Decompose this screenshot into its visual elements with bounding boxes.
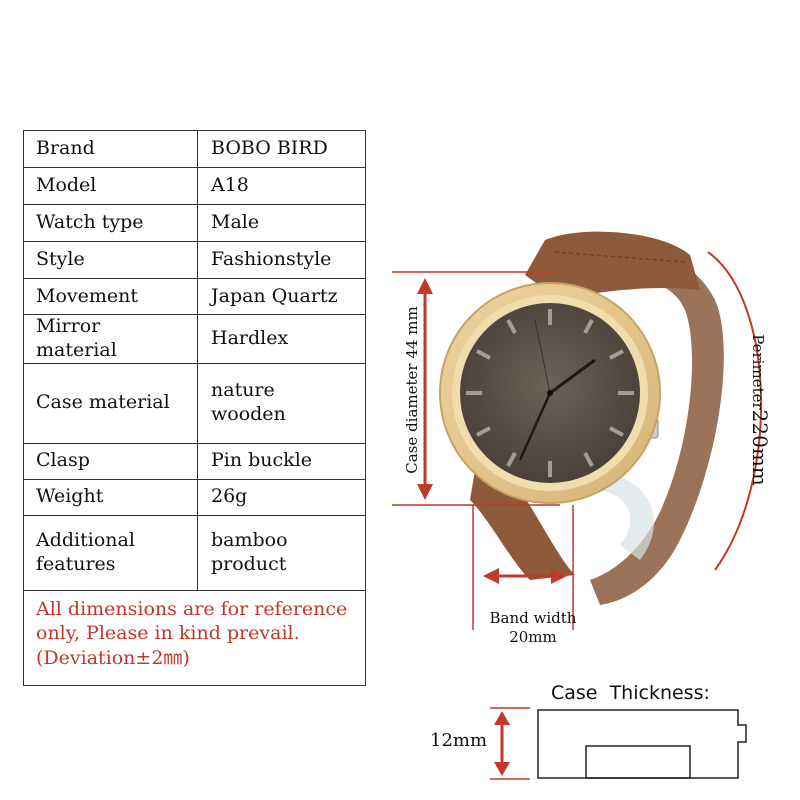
- table-row: Clasp Pin buckle: [23, 442, 366, 480]
- minute-hand: [518, 392, 552, 461]
- case-diameter-label: Case diameter 44 mm: [403, 306, 421, 474]
- spec-value: 26g: [197, 478, 366, 516]
- table-row: All dimensions are for reference only, P…: [23, 589, 366, 686]
- spec-value: Male: [197, 204, 366, 242]
- thickness-diagram: [537, 709, 747, 779]
- spec-label: Style: [23, 241, 198, 279]
- spec-label: Weight: [23, 478, 198, 516]
- spec-value: BOBO BIRD: [197, 130, 366, 168]
- table-row: Brand BOBO BIRD: [23, 130, 366, 168]
- dimension-lines: [392, 251, 762, 780]
- band-width-value: 20mm: [509, 628, 557, 646]
- bottom-strap: [470, 470, 575, 580]
- table-row: Style Fashionstyle: [23, 241, 366, 279]
- top-strap: [525, 231, 700, 300]
- spec-value: nature wooden: [197, 362, 366, 444]
- spec-value: Fashionstyle: [197, 241, 366, 279]
- perimeter-label-group: Perimeter220mm: [748, 290, 772, 530]
- rear-strap: [560, 245, 724, 605]
- table-row: Model A18: [23, 167, 366, 205]
- band-width-label: Band width: [489, 609, 577, 627]
- thickness-title: Case Thickness:: [551, 682, 710, 704]
- perimeter-value: 220mm: [748, 409, 772, 486]
- spec-label: Movement: [23, 278, 198, 315]
- perimeter-label: Perimeter: [749, 334, 767, 410]
- spec-value: A18: [197, 167, 366, 205]
- hour-markers: [466, 309, 634, 477]
- reference-note: All dimensions are for reference only, P…: [23, 589, 366, 686]
- table-row: Watch type Male: [23, 204, 366, 242]
- spec-label: Brand: [23, 130, 198, 168]
- thickness-value: 12mm: [430, 730, 488, 751]
- table-row: Movement Japan Quartz: [23, 278, 366, 315]
- spec-value: Hardlex: [197, 314, 366, 364]
- table-row: Weight 26g: [23, 478, 366, 516]
- strap-keeper: [598, 470, 655, 560]
- spec-label: Additional features: [23, 514, 198, 591]
- table-row: Additional features bamboo product: [23, 514, 366, 591]
- table-row: Mirror material Hardlex: [23, 314, 366, 364]
- hour-hand: [549, 358, 596, 395]
- spec-value: bamboo product: [197, 514, 366, 591]
- spec-table: Brand BOBO BIRD Model A18 Watch type Mal…: [23, 130, 366, 686]
- second-hand: [534, 319, 551, 394]
- spec-value: Pin buckle: [197, 442, 366, 480]
- spec-label: Mirror material: [23, 314, 198, 364]
- spec-value: Japan Quartz: [197, 278, 366, 315]
